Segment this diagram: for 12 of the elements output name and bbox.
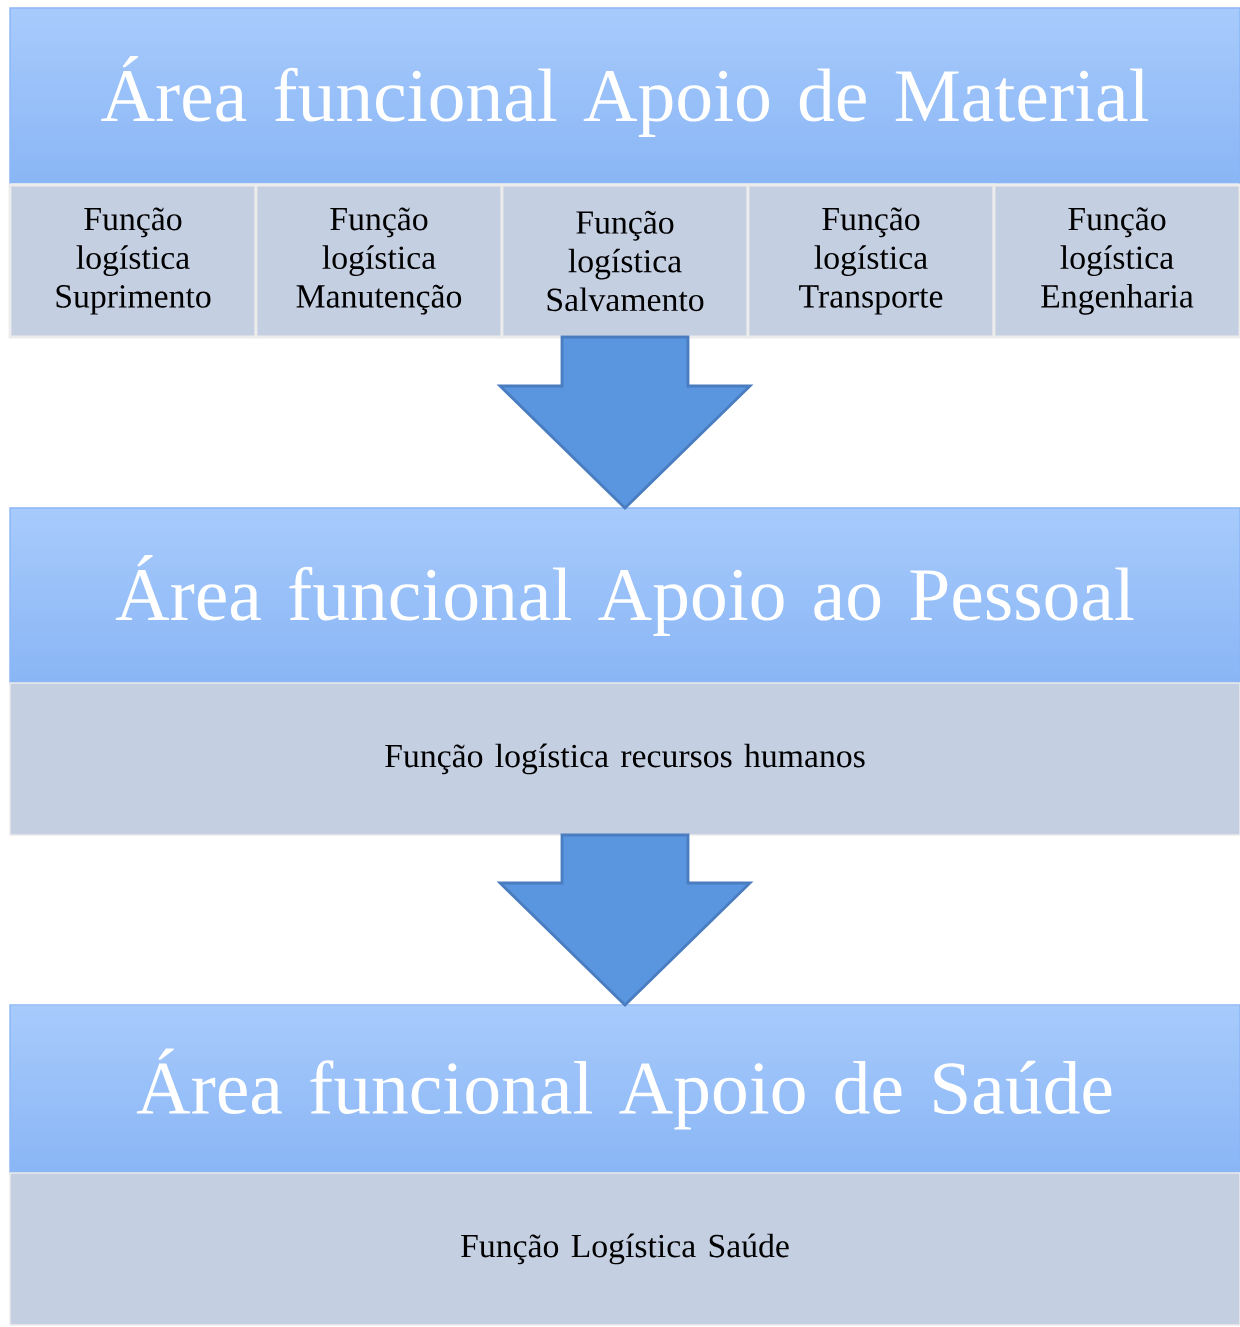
function-box: Função logística Suprimento	[8, 183, 258, 339]
function-box: Função logística Manutenção	[254, 183, 504, 339]
function-box: Função logística recursos humanos	[9, 682, 1240, 836]
function-box: Função logística Salvamento	[500, 183, 750, 339]
area-header: Área funcional Apoio ao Pessoal	[9, 507, 1240, 684]
block-arrow	[496, 833, 754, 1007]
function-box: Função logística Engenharia	[992, 183, 1240, 339]
area-header: Área funcional Apoio de Material	[9, 7, 1240, 186]
block-arrow	[496, 335, 754, 510]
function-box: Função Logística Saúde	[9, 1172, 1240, 1326]
area-header: Área funcional Apoio de Saúde	[9, 1004, 1240, 1174]
function-box: Função logística Transporte	[746, 183, 996, 339]
